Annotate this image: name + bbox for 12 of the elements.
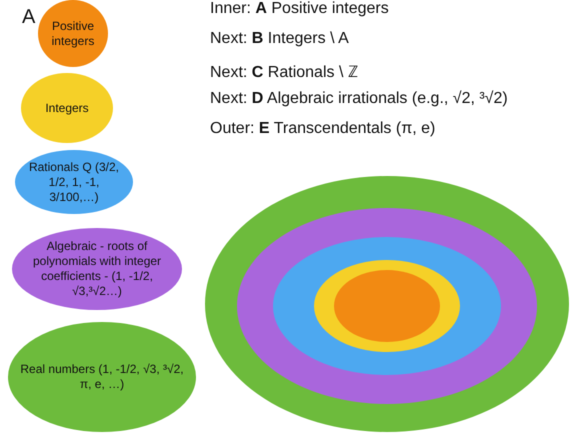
ellipse-label: Integers bbox=[45, 100, 89, 116]
ellipse-label: Positive integers bbox=[50, 18, 96, 48]
legend-note: Next: D Algebraic irrationals (e.g., √2, ³√2) bbox=[210, 90, 508, 108]
legend-note: Next: C Rationals \ ℤ bbox=[210, 63, 358, 82]
set-letter: A bbox=[22, 6, 36, 29]
legend-note: Inner: A Positive integers bbox=[210, 0, 389, 18]
legend-note: Next: B Integers \ A bbox=[210, 30, 349, 48]
nested-ellipse bbox=[334, 270, 440, 342]
ellipse-label: Algebraic - roots of polynomials with integer coefficients - (1, -1/2, √3,³√2…) bbox=[32, 239, 162, 299]
ellipse-label: Rationals Q (3/2, 1/2, 1, -1, 3/100,…) bbox=[28, 160, 120, 204]
ellipse-label: Real numbers (1, -1/2, √3, ³√2, π, e, …) bbox=[19, 362, 185, 392]
legend-note: Outer: E Transcendentals (π, e) bbox=[210, 120, 436, 138]
